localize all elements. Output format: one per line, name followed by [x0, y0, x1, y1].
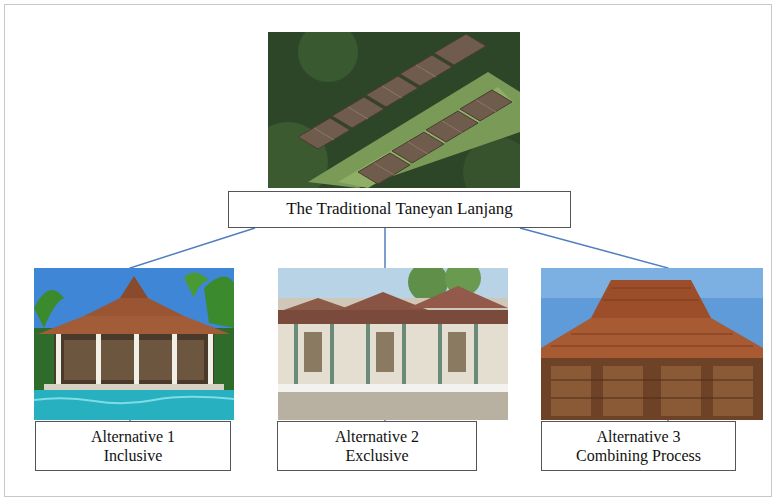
box-subtitle: Combining Process: [576, 446, 701, 465]
row-houses-photo: [278, 268, 508, 420]
pavilion-photo: [34, 268, 234, 420]
box-subtitle: Inclusive: [104, 446, 163, 465]
root-box: The Traditional Taneyan Lanjang: [228, 191, 571, 228]
joglo-house-photo: [541, 268, 763, 420]
box-title: Alternative 1: [91, 427, 175, 446]
alternative-box: Alternative 3Combining Process: [541, 421, 736, 471]
box-title: The Traditional Taneyan Lanjang: [286, 199, 513, 219]
box-title: Alternative 3: [597, 427, 681, 446]
box-title: Alternative 2: [335, 427, 419, 446]
aerial-photo: [268, 32, 520, 188]
alternative-box: Alternative 2Exclusive: [277, 421, 477, 471]
alternative-box: Alternative 1Inclusive: [35, 421, 231, 471]
box-subtitle: Exclusive: [345, 446, 408, 465]
